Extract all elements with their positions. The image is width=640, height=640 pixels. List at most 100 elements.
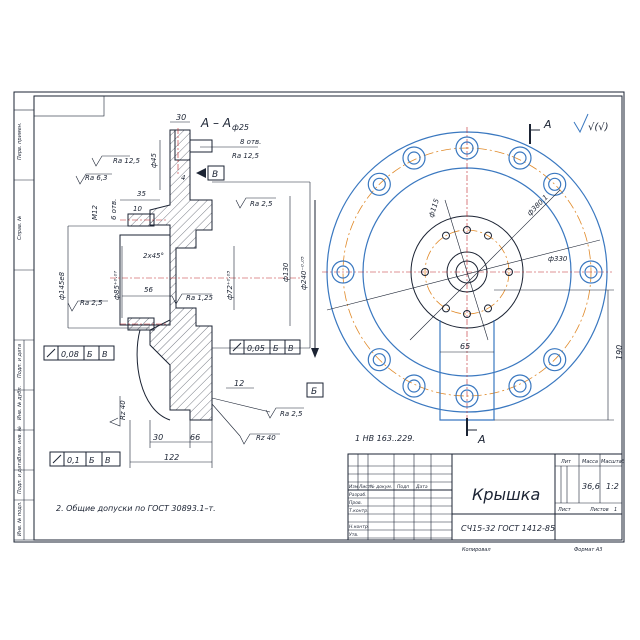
section-dimension-lines [67, 121, 319, 468]
tb-row-utv: Утв. [349, 532, 358, 538]
tb-row-data: Дата [415, 484, 428, 490]
tb-sheets-value: 1 [614, 507, 617, 513]
ra-2-5-right: Ra 2,5 [250, 200, 273, 208]
dim-phi145: ф145е8 [58, 271, 66, 300]
plan-dimension-lines [326, 189, 614, 421]
dim-phi240: ф240⁻⁰·⁰⁵ [300, 256, 308, 290]
stamp-vzam-inv: Взам. инв. № [17, 426, 23, 460]
dim-chamfer: 2х45° [143, 252, 164, 260]
dim-phi115: ф115 [427, 197, 441, 218]
dim-phi45: ф45 [150, 153, 158, 168]
dim-65: 65 [460, 342, 470, 351]
tb-row-razrab: Разраб. [349, 492, 367, 498]
tb-row-nkontr: Н.контр. [349, 524, 369, 530]
side-stamp-column: Перв. примен. Справ. № Подп. и дата Инв.… [13, 109, 35, 541]
tb-lit-label: Лит [560, 459, 572, 465]
svg-text:0,05: 0,05 [247, 344, 265, 353]
tb-row-list: Лист [358, 484, 371, 490]
tb-row-doc: № докум. [369, 484, 392, 490]
svg-text:0,08: 0,08 [61, 350, 79, 359]
part-material: СЧ15-32 ГОСТ 1412-85 [461, 524, 555, 533]
general-roughness-symbol [573, 113, 589, 134]
note-1: 1 НВ 163..229. [355, 434, 415, 443]
tb-scale-value: 1:2 [606, 482, 619, 491]
dim-30-top: 30 [176, 113, 186, 122]
svg-text:Б: Б [89, 456, 95, 465]
ra-1-25: Ra 1,25 [186, 294, 214, 302]
stamp-perv-primen: Перв. примен. [17, 122, 23, 160]
tb-mass-value: 36,6 [582, 482, 600, 491]
dim-phi85: ф85⁺⁰·⁰⁷ [113, 271, 121, 300]
datum-v-box [207, 165, 225, 181]
ra-2-5-left: Ra 2,5 [80, 299, 103, 307]
tb-sheets-label: Листов [589, 507, 609, 513]
rz-40-left: Rz 40 [119, 400, 127, 420]
hub-left [119, 234, 171, 326]
svg-text:В: В [288, 344, 294, 353]
inner-bolt-circle [424, 229, 510, 315]
dim-56: 56 [144, 286, 153, 294]
dim-12: 12 [234, 379, 244, 388]
stamp-inv-dubl: Инв. № дубл. [17, 386, 23, 420]
svg-text:В: В [102, 350, 108, 359]
section-view: А – А [43, 113, 324, 468]
tolerance-frame-1: 0,08 Б В [43, 345, 115, 361]
section-label: А – А [200, 116, 231, 130]
inner-small-holes [421, 226, 513, 318]
copied-label: Копировал [462, 547, 491, 553]
rz-40-bottom: Rz 40 [256, 434, 276, 442]
stamp-inv-podl: Инв. № подл. [17, 502, 23, 537]
plan-view: ф115 ф380,1 ф330 65 190 А А √(√) [322, 113, 624, 446]
dim-30-bottom: 30 [153, 433, 163, 442]
dim-phi330: ф330 [548, 255, 568, 263]
tb-row-podp: Подп [397, 484, 409, 490]
svg-text:В: В [105, 456, 111, 465]
svg-text:Б: Б [273, 344, 279, 353]
ra-2-5-bottom: Ra 2,5 [280, 410, 303, 418]
dim-phi72: ф72⁺⁰·⁰³ [226, 271, 234, 300]
datum-v: В [212, 170, 218, 180]
tb-row-izm: Изм [349, 484, 359, 490]
stamp-podp-data-1: Подп. и дата [17, 344, 23, 378]
dim-phi25: ф25 [232, 123, 249, 132]
dim-35: 35 [137, 190, 146, 198]
ra-6-3: Ra 6,3 [85, 174, 108, 182]
ra-12-5-left: Ra 12,5 [113, 157, 141, 165]
tb-scale-label: Масштаб [601, 459, 625, 465]
hub-curve [136, 329, 171, 421]
tolerance-frame-2: 0,05 Б В [229, 339, 301, 355]
ra-12-5-top: Ra 12,5 [232, 152, 260, 160]
tb-row-prov: Пров. [349, 500, 362, 506]
dim-10: 10 [133, 205, 142, 213]
part-name: Крышка [472, 485, 540, 504]
svg-text:0,1: 0,1 [67, 456, 80, 465]
dim-4: 4 [181, 174, 185, 182]
datum-b: Б [311, 387, 317, 397]
dim-holes: 8 отв. [240, 138, 261, 146]
top-flange-lip [174, 130, 190, 161]
dim-6-holes: 6 отв. [110, 199, 118, 220]
tb-row-tkontr: Т.контр. [349, 508, 369, 514]
tolerance-frame-3: 0,1 Б В [49, 451, 121, 467]
svg-text:Б: Б [87, 350, 93, 359]
roughness-marks [67, 155, 304, 445]
dim-190: 190 [615, 345, 624, 360]
tb-mass-label: Масса [582, 459, 598, 465]
dim-m12: М12 [91, 205, 99, 220]
title-block: Изм Лист № докум. Подп Дата Разраб. Пров… [347, 453, 625, 541]
dim-66: 66 [190, 433, 200, 442]
note-2: 2. Общие допуски по ГОСТ 30893.1–т. [56, 504, 216, 513]
top-bolt-slot [189, 139, 213, 153]
top-left-stamp [33, 95, 105, 117]
stamp-sprav-no: Справ. № [17, 216, 23, 240]
datum-b-box [306, 382, 324, 398]
section-mark-bottom: А [477, 433, 486, 446]
dim-phi130: ф130 [282, 262, 290, 282]
dim-122: 122 [164, 453, 179, 462]
flange-section-hatch [150, 130, 212, 420]
section-mark-top: А [543, 118, 552, 131]
format-label: Формат A3 [574, 547, 602, 553]
sheet-outer-frame [13, 91, 625, 543]
tb-sheet-label: Лист [557, 507, 572, 513]
